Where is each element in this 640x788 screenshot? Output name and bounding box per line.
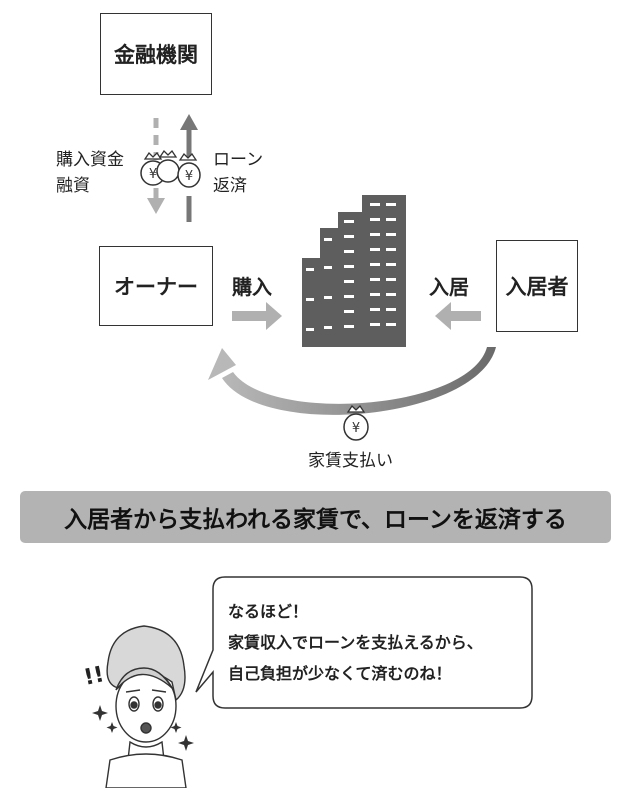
resident-label: 入居者 <box>505 275 569 299</box>
move-in-label: 入居 <box>429 275 469 299</box>
bank-label: 金融機関 <box>114 43 198 67</box>
loan-funds-line2: 融資 <box>56 176 90 196</box>
speech-line3: 自己負担が少なくて済むのね！ <box>228 664 452 683</box>
svg-text:¥: ¥ <box>185 169 193 184</box>
svg-text:¥: ¥ <box>149 167 157 182</box>
speech-text: なるほど！ 家賃収入でローンを支払えるから、 自己負担が少なくて済むのね！ <box>228 596 518 689</box>
svg-text:¥: ¥ <box>352 421 360 436</box>
building-icon <box>302 195 406 347</box>
repay-up-arrow <box>180 114 198 222</box>
summary-banner-text: 入居者から支払われる家賃で、ローンを返済する <box>64 507 567 533</box>
money-bag-icon: ¥ <box>177 152 201 188</box>
owner-box: オーナー <box>99 246 213 326</box>
speech-bubble <box>195 576 533 709</box>
resident-box: 入居者 <box>496 240 578 332</box>
bank-box: 金融機関 <box>100 13 212 95</box>
rent-payment-label: 家賃支払い <box>308 451 393 471</box>
speech-line1: なるほど！ <box>228 602 309 621</box>
rent-curve-arrow <box>208 347 496 415</box>
purchase-label: 購入 <box>232 275 272 299</box>
repay-line2: 返済 <box>213 176 247 196</box>
summary-banner: 入居者から支払われる家賃で、ローンを返済する <box>20 491 611 543</box>
move-in-arrow <box>435 302 481 330</box>
sparkle-icon <box>92 705 194 751</box>
loan-funds-label: 購入資金 融資 <box>56 147 124 199</box>
woman-character-icon <box>105 625 187 788</box>
owner-label: オーナー <box>114 275 198 299</box>
loan-funds-line1: 購入資金 <box>56 150 124 170</box>
money-bag-icon <box>156 149 180 183</box>
speech-line2: 家賃収入でローンを支払えるから、 <box>228 633 483 652</box>
rent-money-bag-icon: ¥ <box>343 404 369 441</box>
purchase-arrow <box>232 302 282 330</box>
repay-label: ローン 返済 <box>213 147 263 199</box>
repay-line1: ローン <box>213 150 264 170</box>
